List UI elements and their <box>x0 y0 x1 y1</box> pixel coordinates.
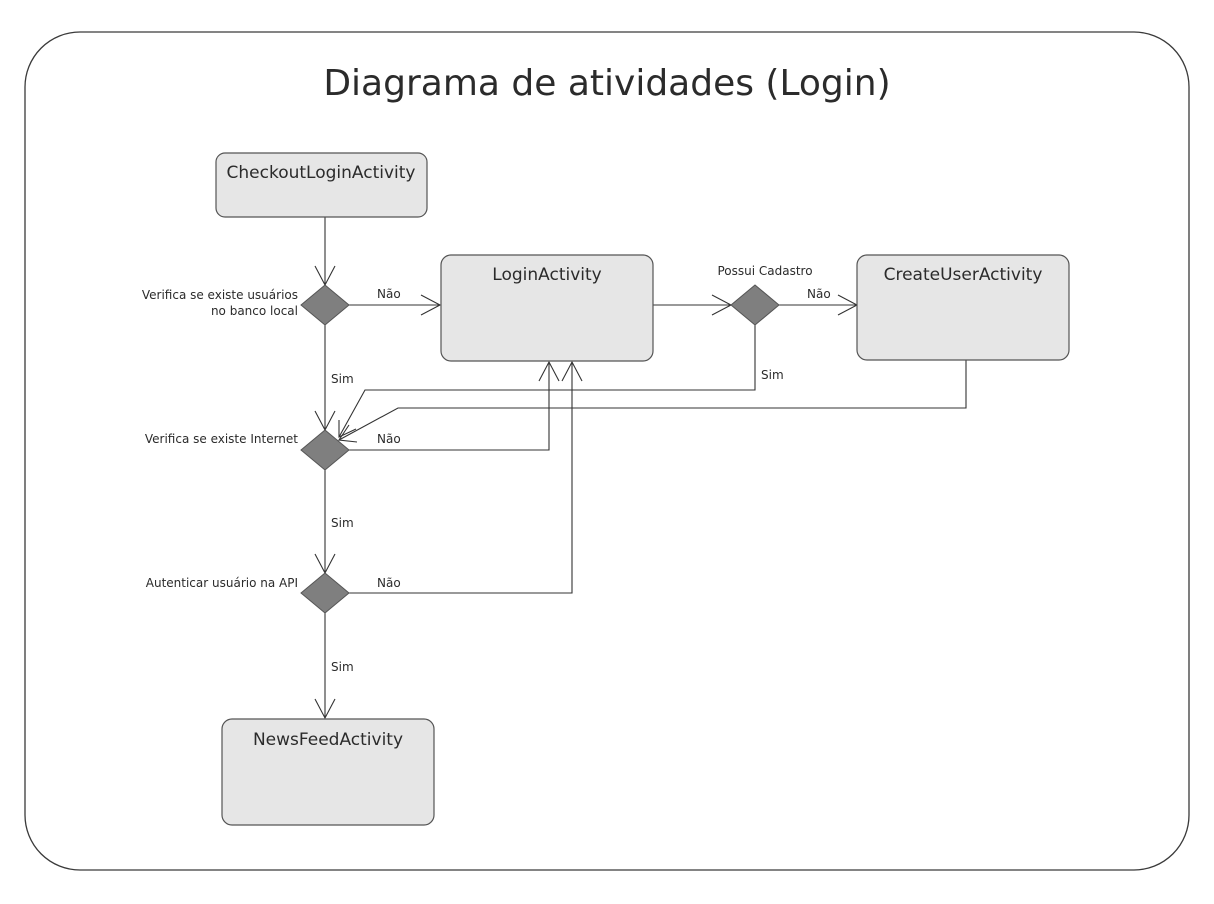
activity-login: LoginActivity <box>440 254 654 362</box>
arrowhead <box>338 424 358 443</box>
activity-create-user: CreateUserActivity <box>856 254 1070 361</box>
arrowhead <box>314 698 336 720</box>
edge-label-local-yes: Sim <box>331 372 354 386</box>
edge-label-has-account-yes: Sim <box>761 368 784 382</box>
arrowhead <box>420 294 442 316</box>
edge-label-api-yes: Sim <box>331 660 354 674</box>
decision-label-has-account: Possui Cadastro <box>717 264 812 278</box>
arrowhead <box>538 360 560 382</box>
diagram-title: Diagrama de atividades (Login) <box>323 63 890 104</box>
activity-label: LoginActivity <box>492 265 601 285</box>
edge-api-no-to-login <box>349 362 573 594</box>
activity-checkout-login: CheckoutLoginActivity <box>215 152 428 218</box>
activity-box <box>215 152 428 218</box>
decision-label-local-user-line2: no banco local <box>211 304 298 318</box>
activity-box <box>221 718 435 826</box>
activity-news-feed: NewsFeedActivity <box>221 718 435 826</box>
arrowhead <box>561 360 583 382</box>
decision-internet <box>300 429 350 471</box>
activity-label: CheckoutLoginActivity <box>227 163 416 183</box>
decision-local-user <box>300 284 350 326</box>
edge-create-to-internet <box>338 360 967 441</box>
activity-label: NewsFeedActivity <box>253 730 403 750</box>
activity-label: CreateUserActivity <box>884 265 1043 285</box>
edge-label-internet-yes: Sim <box>331 516 354 530</box>
edge-label-api-no: Não <box>377 576 401 590</box>
edge-label-has-account-no: Não <box>807 287 831 301</box>
edge-label-local-no: Não <box>377 287 401 301</box>
decision-label-api-auth: Autenticar usuário na API <box>146 576 298 590</box>
edge-internet-no-to-login <box>349 362 550 451</box>
decision-api-auth <box>300 572 350 614</box>
edge-has-account-yes-to-internet <box>338 325 756 438</box>
decision-label-internet: Verifica se existe Internet <box>145 432 298 446</box>
decision-label-local-user-line1: Verifica se existe usuários <box>142 288 298 302</box>
arrowhead <box>338 420 357 438</box>
activity-box <box>856 254 1070 361</box>
activity-box <box>440 254 654 362</box>
edge-label-internet-no: Não <box>377 432 401 446</box>
diagram-frame <box>24 31 1190 871</box>
decision-has-account <box>730 284 780 326</box>
